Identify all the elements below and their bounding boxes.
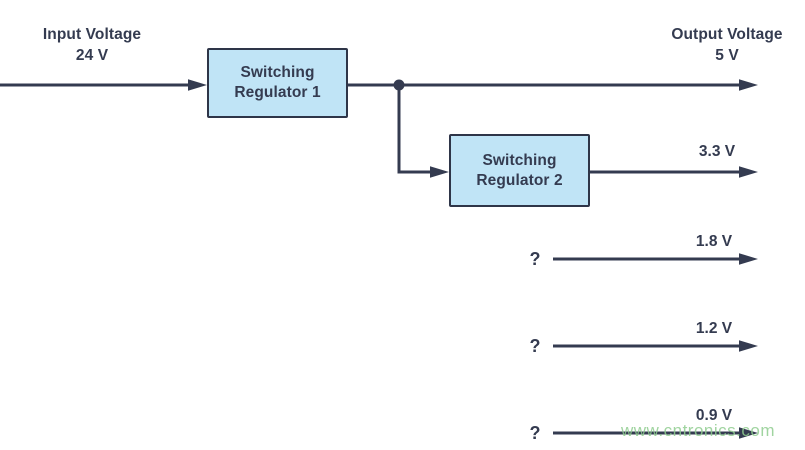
rail09-voltage-label: 0.9 V xyxy=(695,407,733,424)
switching-regulator-1-box: Switching Regulator 1 xyxy=(207,48,348,118)
watermark-text: www.cntronics.com xyxy=(621,421,775,440)
branch-line xyxy=(397,85,433,174)
rail12-voltage-label: 1.2 V xyxy=(695,320,733,337)
rail18-voltage-label: 1.8 V xyxy=(695,233,733,250)
rail09-arrowhead xyxy=(739,427,758,439)
regulator2-line1: Switching xyxy=(482,151,557,169)
regulator1-line1: Switching xyxy=(240,64,315,81)
regulator1-line2: Regulator 1 xyxy=(234,84,321,101)
rail18-arrowhead xyxy=(739,253,758,265)
rail12-question-mark: ? xyxy=(529,336,541,356)
input-voltage-label: Input Voltage 24 V xyxy=(12,24,172,66)
rail09-question-mark: ? xyxy=(529,423,541,443)
rail33-voltage-label: 3.3 V xyxy=(698,143,736,160)
output-voltage-title: Output Voltage xyxy=(671,26,783,43)
input-voltage-value: 24 V xyxy=(75,47,109,64)
switching-regulator-2-box: Switching Regulator 2 xyxy=(449,134,590,207)
rail12-arrowhead xyxy=(739,340,758,352)
rail5-arrowhead xyxy=(739,79,758,91)
rail18-question-mark: ? xyxy=(529,249,541,269)
input-arrowhead xyxy=(188,79,207,91)
regulator2-line2: Regulator 2 xyxy=(476,171,563,189)
output-voltage-label: Output Voltage 5 V xyxy=(647,24,805,66)
rail33-arrowhead xyxy=(739,166,758,178)
input-voltage-title: Input Voltage xyxy=(42,26,142,43)
branch-arrowhead xyxy=(430,166,449,178)
output-voltage-value: 5 V xyxy=(715,47,739,64)
